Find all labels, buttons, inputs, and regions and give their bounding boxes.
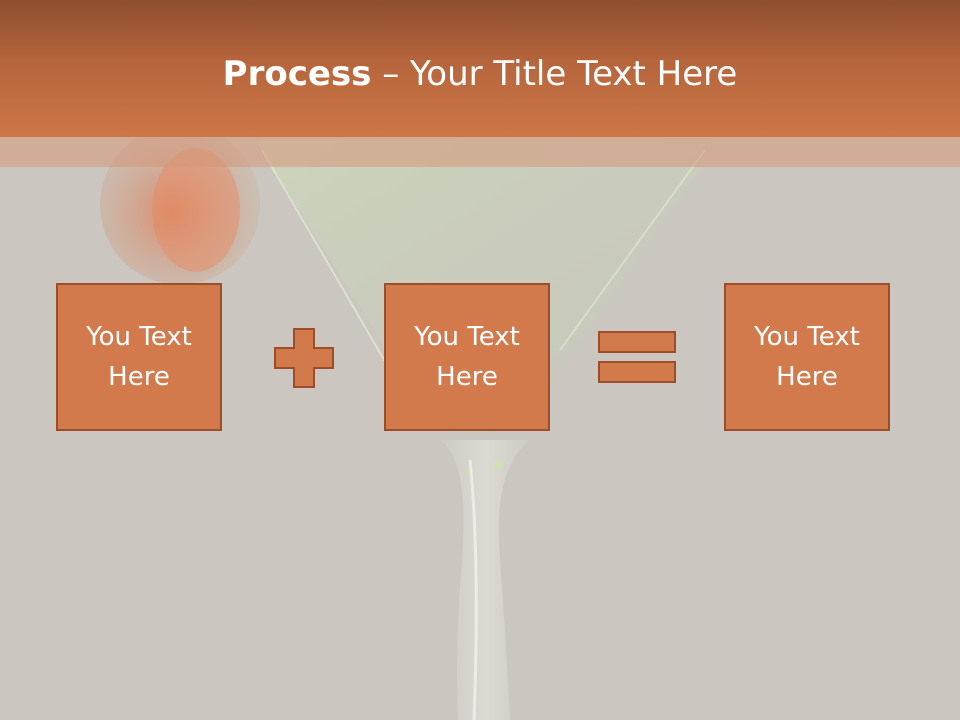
equals-icon	[598, 331, 676, 383]
title-rest-part: Your Title Text Here	[410, 54, 738, 94]
slide-title[interactable]: Process – Your Title Text Here	[0, 52, 960, 96]
title-accent-stripe	[0, 137, 960, 167]
process-box-1[interactable]: You Text Here	[56, 283, 222, 431]
process-box-3[interactable]: You Text Here	[724, 283, 890, 431]
title-bar	[0, 0, 960, 137]
title-separator: –	[371, 54, 411, 94]
title-bold-part: Process	[222, 54, 372, 94]
plus-icon	[274, 328, 334, 388]
process-box-2[interactable]: You Text Here	[384, 283, 550, 431]
